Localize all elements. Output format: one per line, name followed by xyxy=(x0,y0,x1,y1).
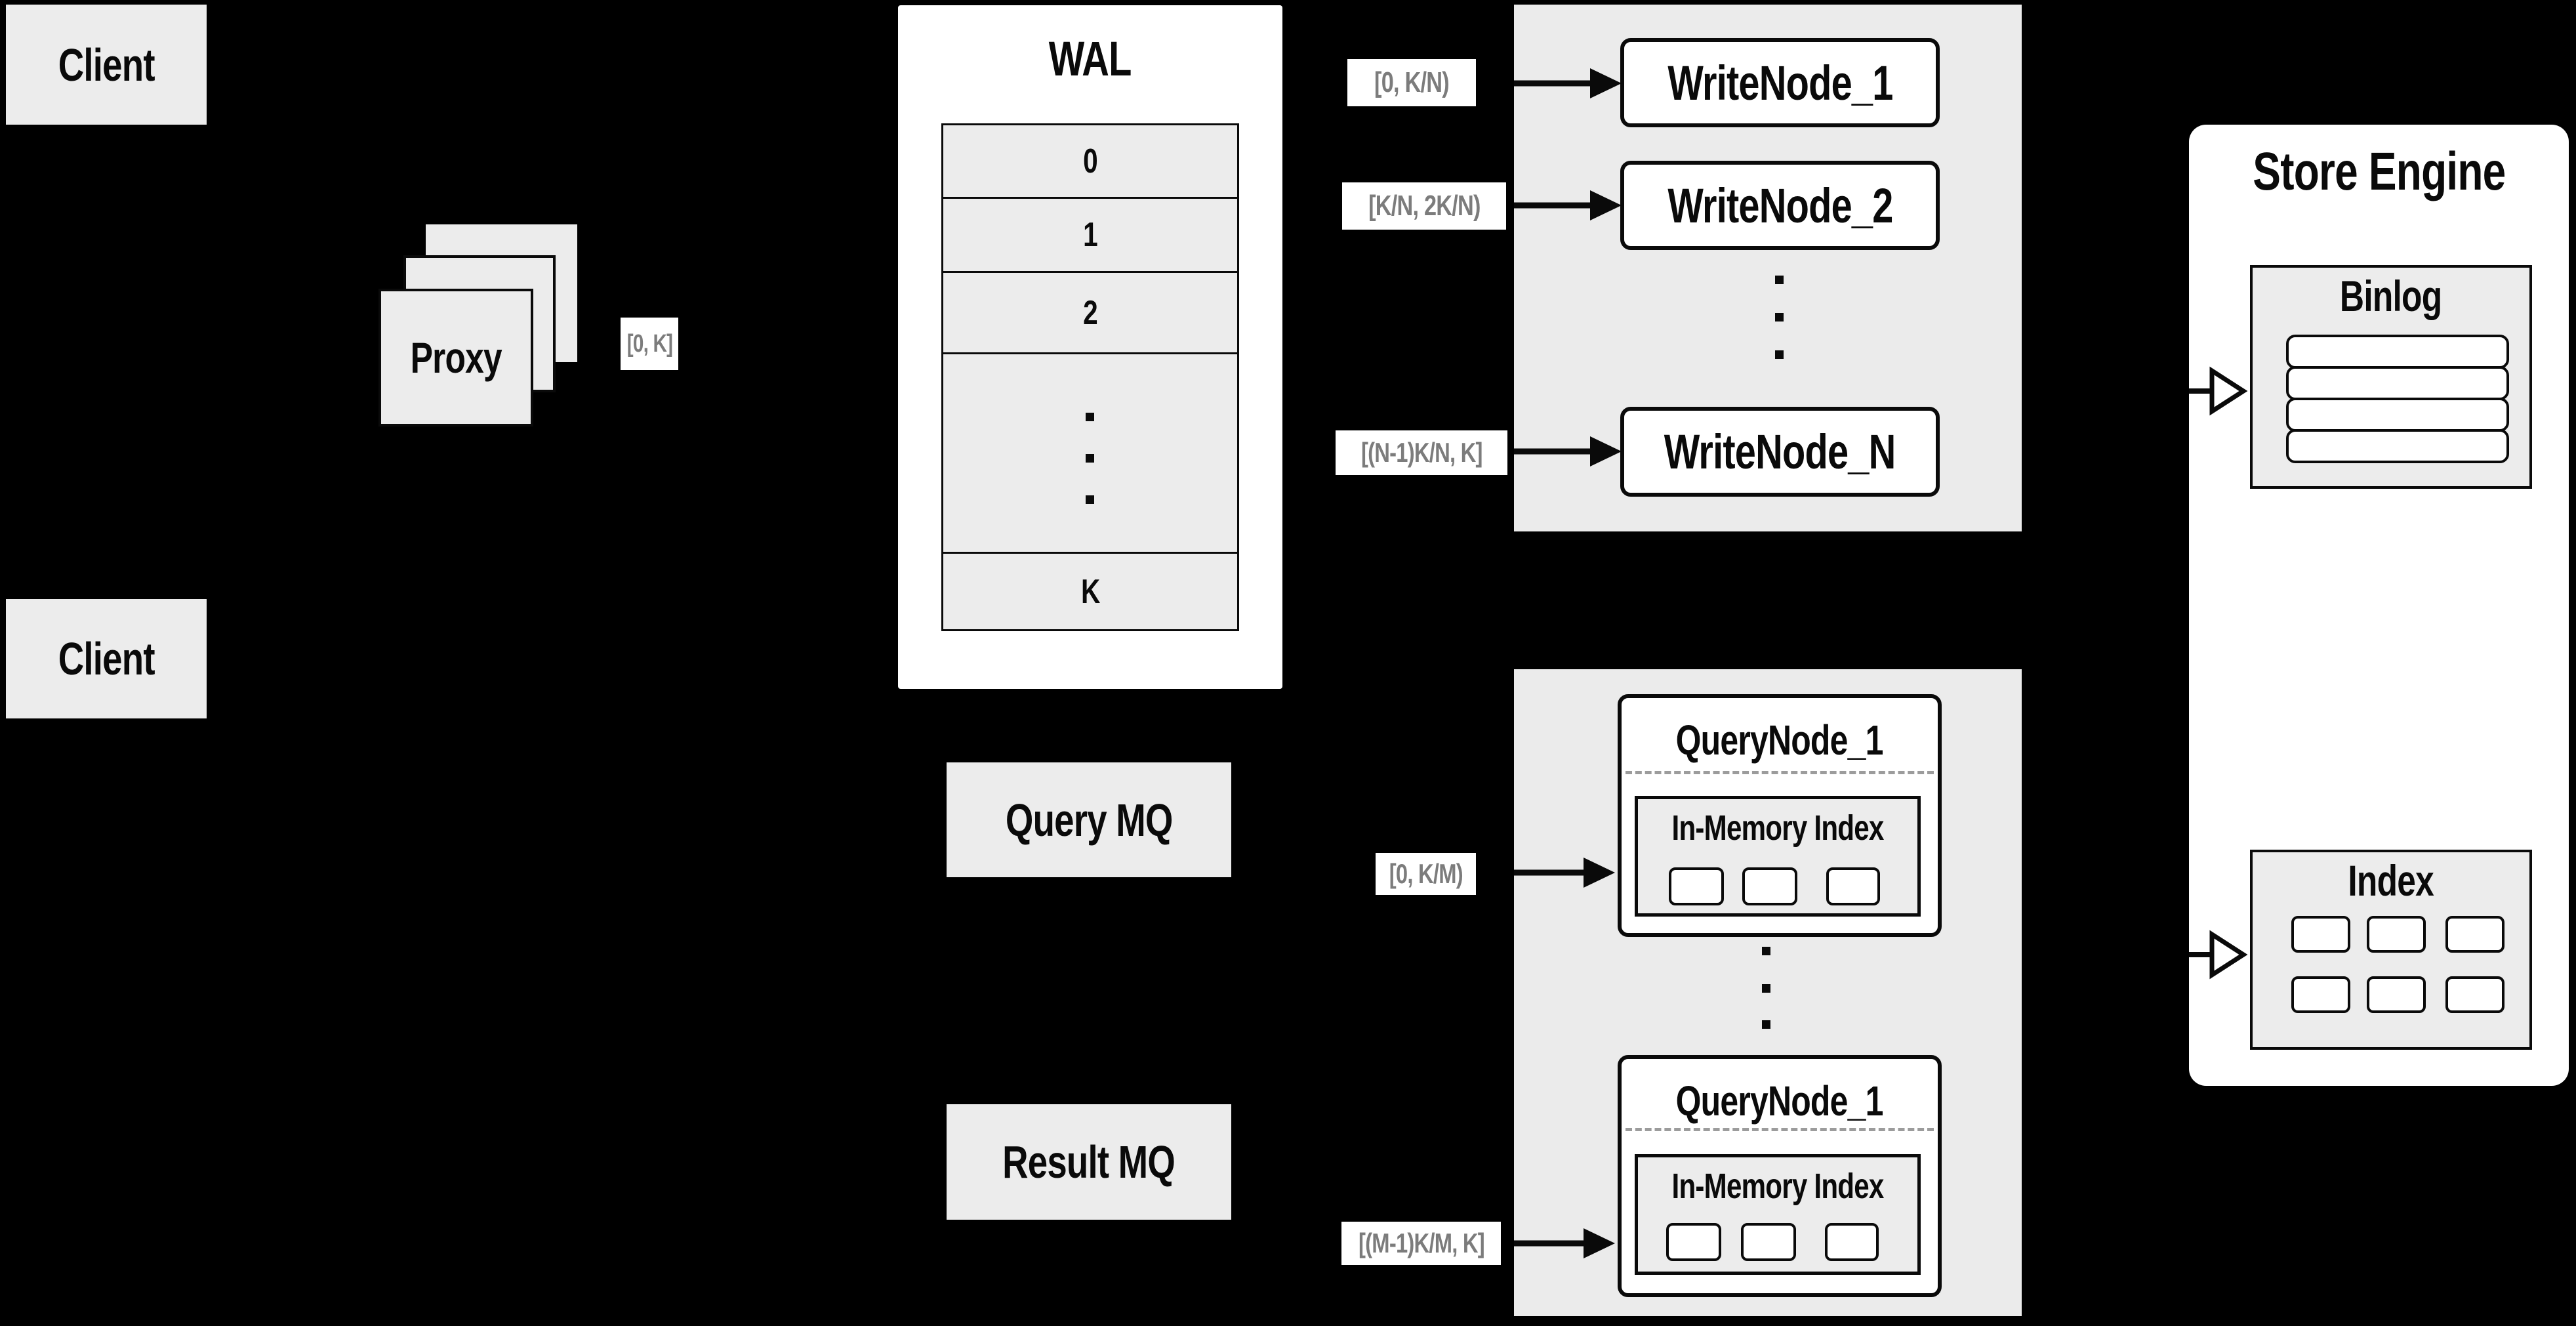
dashed-divider xyxy=(1625,1128,1934,1131)
index-cell xyxy=(2291,976,2350,1013)
memory-segment-cell xyxy=(1666,1223,1721,1261)
client-box: Client xyxy=(6,5,207,125)
ellipsis-dot xyxy=(1086,454,1094,463)
ellipsis-dot xyxy=(1762,1020,1770,1029)
index-title: Index xyxy=(2348,856,2434,905)
ellipsis-dot xyxy=(1775,350,1784,359)
index-cell xyxy=(2367,916,2426,953)
store-engine-title: Store Engine xyxy=(2252,142,2506,201)
wal-segment-row: K xyxy=(941,552,1239,631)
binlog-row xyxy=(2286,398,2509,432)
memory-segment-cell xyxy=(1669,867,1724,905)
ellipsis-dot xyxy=(1086,413,1094,421)
client-box: Client xyxy=(6,599,207,718)
dashed-divider xyxy=(1625,771,1934,774)
write-node-2-box: WriteNode_2 xyxy=(1620,161,1940,250)
write-node-n-box: WriteNode_N xyxy=(1620,407,1940,497)
range-chip-writenode-1: [0, K/N) xyxy=(1347,59,1476,106)
wal-title: WAL xyxy=(1049,31,1132,86)
ellipsis-dot xyxy=(1762,947,1770,955)
memory-segment-cell xyxy=(1741,1223,1796,1261)
write-node-1-box: WriteNode_1 xyxy=(1620,38,1940,127)
query-node-top-title: QueryNode_1 xyxy=(1675,716,1884,764)
ellipsis-dot xyxy=(1086,495,1094,504)
range-chip-writenode-n: [(N-1)K/N, K] xyxy=(1336,430,1507,475)
wal-segment-row: 1 xyxy=(941,197,1239,273)
proxy-box: Proxy xyxy=(378,289,533,426)
in-memory-index-title: In-Memory Index xyxy=(1671,808,1885,848)
result-mq-box: Result MQ xyxy=(947,1104,1231,1220)
range-chip-writenode-2: [K/N, 2K/N) xyxy=(1342,182,1506,230)
index-cell xyxy=(2445,976,2504,1013)
binlog-row xyxy=(2286,429,2509,463)
range-chip-proxy: [0, K] xyxy=(621,318,678,370)
range-chip-querynode-top: [0, K/M) xyxy=(1376,853,1476,895)
index-cell xyxy=(2445,916,2504,953)
wal-segment-row: 0 xyxy=(941,123,1239,199)
index-cell xyxy=(2367,976,2426,1013)
ellipsis-dot xyxy=(1775,276,1784,284)
ellipsis-dot xyxy=(1762,984,1770,993)
query-mq-box: Query MQ xyxy=(947,762,1231,877)
binlog-row xyxy=(2286,366,2509,400)
memory-segment-cell xyxy=(1825,1223,1879,1261)
ellipsis-dot xyxy=(1775,313,1784,321)
range-chip-querynode-bottom: [(M-1)K/M, K] xyxy=(1341,1222,1501,1265)
in-memory-index-title: In-Memory Index xyxy=(1671,1167,1885,1206)
query-node-bottom-title: QueryNode_1 xyxy=(1675,1077,1884,1125)
memory-segment-cell xyxy=(1826,867,1880,905)
binlog-title: Binlog xyxy=(2340,272,2442,320)
index-cell xyxy=(2291,916,2350,953)
memory-segment-cell xyxy=(1742,867,1797,905)
wal-segment-row: 2 xyxy=(941,271,1239,354)
binlog-row xyxy=(2286,335,2509,369)
wal-ellipsis-row xyxy=(941,352,1239,554)
